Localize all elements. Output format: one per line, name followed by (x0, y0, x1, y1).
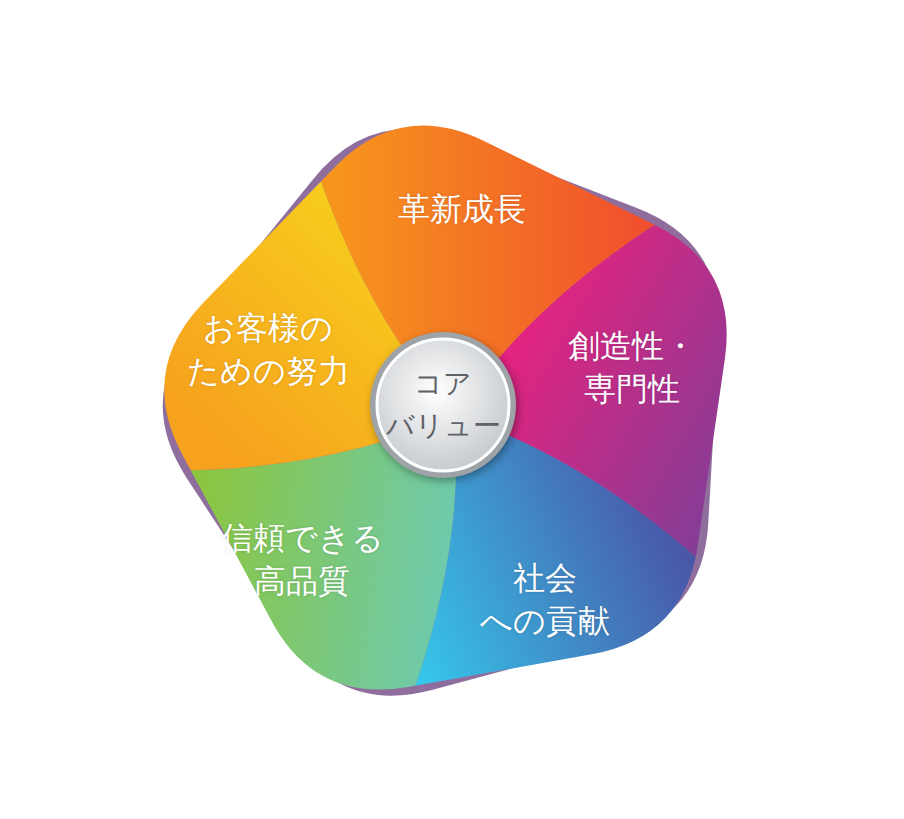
value-petal: 革新成長 (394, 186, 530, 233)
value-petal: お客様の ための努力 (183, 305, 354, 395)
value-label: 創造性・ 専門性 (568, 325, 696, 411)
petal-shape (0, 415, 456, 819)
value-petal: 社会 への貢献 (476, 555, 614, 645)
core-circle: コア バリュー (368, 330, 518, 480)
value-label: 信頼できる 高品質 (221, 517, 384, 603)
value-label: お客様の ための努力 (187, 307, 350, 393)
value-label: 革新成長 (398, 188, 526, 231)
core-circle-shape (368, 330, 518, 480)
value-petal: 創造性・ 専門性 (564, 323, 700, 413)
core-label: コア バリュー (386, 363, 501, 447)
value-label: 社会 への貢献 (480, 557, 610, 643)
value-petal: 信頼できる 高品質 (217, 515, 388, 605)
